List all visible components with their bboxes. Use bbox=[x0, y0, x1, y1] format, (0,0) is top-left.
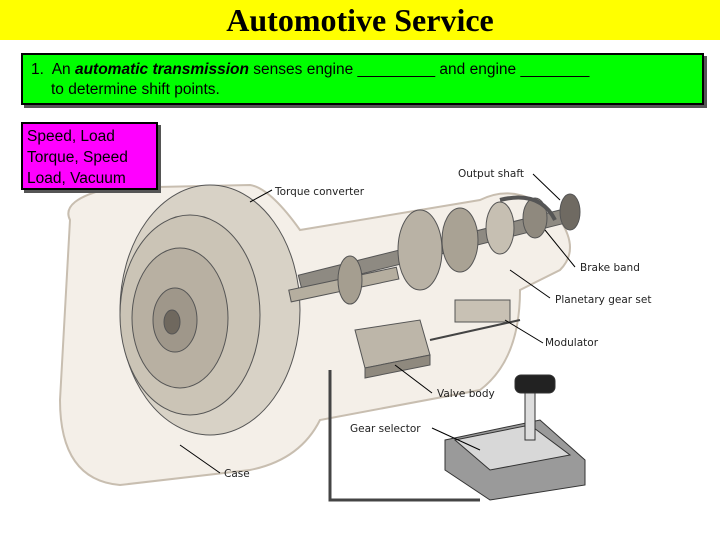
label-gear-selector: Gear selector bbox=[350, 423, 421, 435]
gear-selector-part bbox=[444, 374, 586, 501]
label-modulator: Modulator bbox=[545, 337, 599, 349]
label-brake-band: Brake band bbox=[580, 262, 640, 274]
slide-title: Automotive Service bbox=[226, 2, 494, 38]
label-torque-converter: Torque converter bbox=[274, 186, 365, 198]
question-emphasis: automatic transmission bbox=[74, 61, 249, 78]
title-bar: Automotive Service bbox=[0, 0, 720, 40]
question-text-before: An bbox=[51, 61, 75, 78]
label-planetary-gear-set: Planetary gear set bbox=[555, 294, 651, 306]
input-shaft bbox=[288, 255, 400, 305]
label-output-shaft: Output shaft bbox=[458, 168, 524, 180]
brake-band bbox=[499, 195, 557, 221]
question-line-1: 1. An automatic transmission senses engi… bbox=[31, 60, 694, 80]
torque-converter bbox=[119, 184, 301, 436]
planetary-gear-set bbox=[397, 197, 548, 291]
answer-option: Torque, Speed bbox=[27, 149, 128, 166]
answer-box: Speed, Load Torque, Speed Load, Vacuum bbox=[21, 122, 158, 190]
question-text-after: senses engine _________ and engine _____… bbox=[248, 61, 590, 78]
question-number: 1. bbox=[31, 61, 44, 78]
answer-option: Load, Vacuum bbox=[27, 170, 126, 187]
question-box: 1. An automatic transmission senses engi… bbox=[21, 53, 704, 105]
selector-cable bbox=[429, 319, 521, 341]
answer-option: Speed, Load bbox=[27, 128, 115, 145]
label-valve-body: Valve body bbox=[437, 388, 495, 400]
selector-linkage bbox=[328, 370, 480, 502]
label-case: Case bbox=[224, 468, 250, 480]
modulator-part bbox=[454, 299, 511, 323]
question-line-2: to determine shift points. bbox=[51, 81, 220, 98]
transmission-diagram: Output shaft Torque converter Brake band… bbox=[58, 168, 651, 502]
